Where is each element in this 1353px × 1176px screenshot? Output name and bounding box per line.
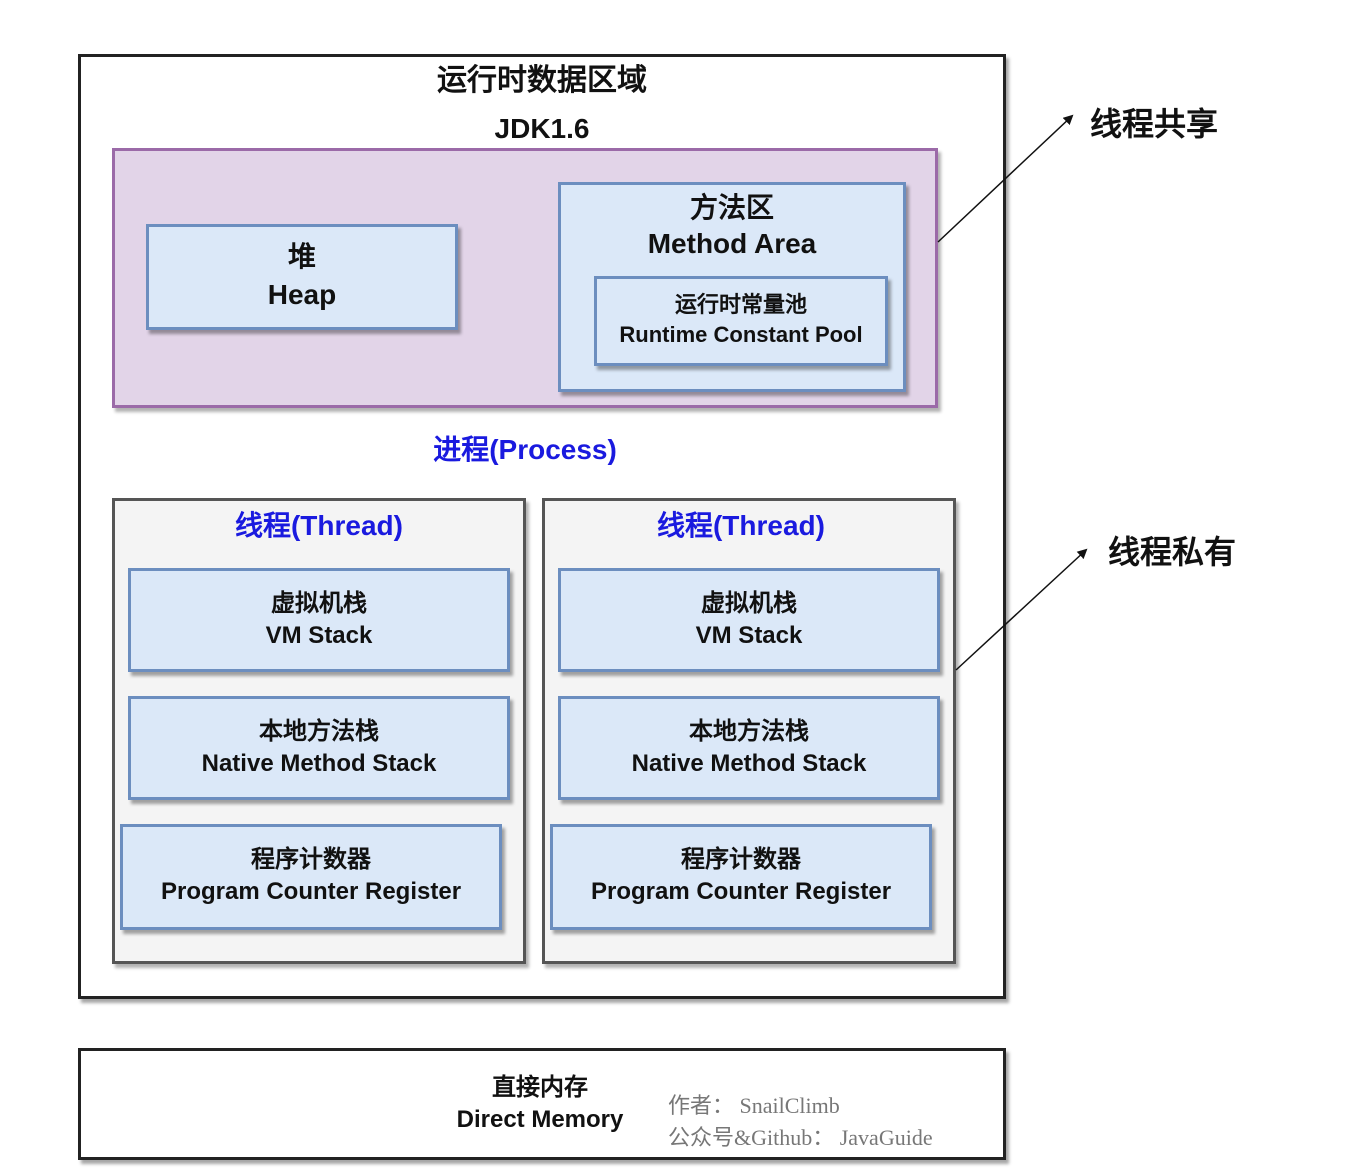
pc-register-label-1: 程序计数器 Program Counter Register bbox=[120, 844, 502, 908]
author-credit: 作者： SnailClimb 公众号&Github： JavaGuide bbox=[668, 1090, 988, 1154]
direct-memory-label: 直接内存 Direct Memory bbox=[420, 1072, 660, 1136]
thread-title-2: 线程(Thread) bbox=[656, 510, 825, 541]
thread-shared-annotation: 线程共享 bbox=[1090, 106, 1219, 142]
vm-stack-en-1: VM Stack bbox=[265, 622, 373, 649]
native-method-stack-box-1 bbox=[128, 696, 510, 800]
method-area-label: 方法区 Method Area bbox=[558, 190, 906, 262]
vm-stack-label-2: 虚拟机栈 VM Stack bbox=[558, 588, 940, 652]
shared-arrow bbox=[937, 114, 1074, 243]
vm-stack-en-2: VM Stack bbox=[695, 622, 803, 649]
method-area-label-cn: 方法区 bbox=[689, 192, 774, 223]
native-stack-en-2: Native Method Stack bbox=[631, 750, 867, 777]
vm-stack-label-1: 虚拟机栈 VM Stack bbox=[128, 588, 510, 652]
direct-memory-cn: 直接内存 bbox=[492, 1074, 588, 1101]
private-arrow bbox=[955, 548, 1088, 671]
heap-label-en: Heap bbox=[267, 279, 337, 310]
thread-private-annotation: 线程私有 bbox=[1108, 534, 1237, 570]
pc-register-en-2: Program Counter Register bbox=[590, 878, 892, 905]
runtime-constant-pool-box bbox=[594, 276, 888, 366]
native-stack-cn-1: 本地方法栈 bbox=[259, 718, 379, 745]
pc-register-label-2: 程序计数器 Program Counter Register bbox=[550, 844, 932, 908]
native-method-stack-label-2: 本地方法栈 Native Method Stack bbox=[558, 716, 940, 780]
pc-register-box-2 bbox=[550, 824, 932, 930]
vm-stack-cn-2: 虚拟机栈 bbox=[701, 590, 797, 617]
direct-memory-box bbox=[78, 1048, 1006, 1160]
pc-register-box-1 bbox=[120, 824, 502, 930]
process-label: 进程(Process) bbox=[433, 434, 617, 465]
thread-title-1: 线程(Thread) bbox=[234, 510, 403, 541]
direct-memory-en: Direct Memory bbox=[456, 1106, 624, 1133]
heap-box bbox=[146, 224, 458, 330]
heap-label-cn: 堆 bbox=[287, 241, 316, 272]
author-line: 作者： SnailClimb bbox=[668, 1093, 840, 1118]
vm-stack-cn-1: 虚拟机栈 bbox=[271, 590, 367, 617]
native-method-stack-label-1: 本地方法栈 Native Method Stack bbox=[128, 716, 510, 780]
account-line: 公众号&Github： JavaGuide bbox=[668, 1125, 933, 1150]
vm-stack-box-2 bbox=[558, 568, 940, 672]
pc-register-cn-1: 程序计数器 bbox=[251, 846, 371, 873]
native-stack-cn-2: 本地方法栈 bbox=[689, 718, 809, 745]
runtime-area-subtitle: JDK1.6 bbox=[494, 113, 590, 144]
heap-label: 堆 Heap bbox=[146, 238, 458, 314]
runtime-constant-pool-label: 运行时常量池 Runtime Constant Pool bbox=[594, 290, 888, 350]
method-area-label-en: Method Area bbox=[647, 228, 817, 259]
pc-register-cn-2: 程序计数器 bbox=[681, 846, 801, 873]
pc-register-en-1: Program Counter Register bbox=[160, 878, 462, 905]
constant-pool-label-en: Runtime Constant Pool bbox=[619, 322, 863, 347]
runtime-area-title: 运行时数据区域 bbox=[437, 64, 647, 97]
native-method-stack-box-2 bbox=[558, 696, 940, 800]
vm-stack-box-1 bbox=[128, 568, 510, 672]
native-stack-en-1: Native Method Stack bbox=[201, 750, 437, 777]
constant-pool-label-cn: 运行时常量池 bbox=[674, 292, 807, 317]
